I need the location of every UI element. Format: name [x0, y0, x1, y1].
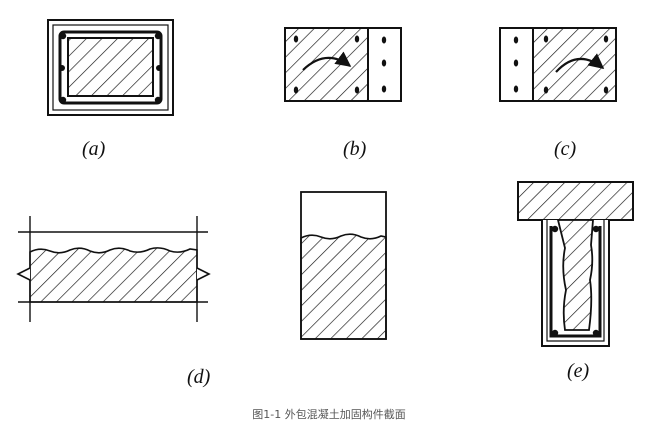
- panel-c-rebar: [513, 85, 519, 93]
- panel-c-rebar: [543, 86, 549, 94]
- panel-d-break-left: [16, 267, 31, 281]
- panel-e-rebar: [592, 225, 600, 233]
- panel-d-break-right: [196, 267, 211, 281]
- panel-c-label: (c): [554, 138, 577, 160]
- panel-d-label: (d): [187, 366, 211, 388]
- panel-c-rebar: [513, 59, 519, 67]
- panel-b-rebar: [381, 59, 387, 67]
- panel-a-label: (a): [82, 138, 106, 160]
- panel-b-arrow: [302, 51, 352, 71]
- panel-d: (d): [16, 216, 211, 388]
- panel-e-stirrup: [549, 226, 602, 338]
- panel-b: (b): [284, 27, 402, 160]
- panel-b-rebar: [293, 86, 299, 94]
- panel-a-original-column: [67, 37, 154, 97]
- panel-b-rebar: [354, 35, 360, 43]
- panel-a: (a): [47, 19, 174, 160]
- panel-e: (e): [517, 181, 634, 382]
- panel-e-flange: [517, 181, 634, 221]
- panel-e-label: (e): [567, 360, 590, 382]
- panel-a-rebar: [154, 96, 162, 104]
- panel-c-rebar: [513, 36, 519, 44]
- panel-b-original-section: [284, 27, 369, 102]
- panel-a-rebar: [156, 65, 162, 71]
- panel-a-jacket-inner-line: [52, 24, 169, 111]
- panel-a-rebar: [59, 65, 65, 71]
- panel-d-original-slab: [29, 247, 198, 303]
- panel-b-rebar: [381, 36, 387, 44]
- panel-c-rebar: [543, 35, 549, 43]
- panel-c-rebar: [603, 86, 609, 94]
- panel-a-rebar: [59, 32, 67, 40]
- panel-b-rebar: [293, 35, 299, 43]
- panel-c-arrow: [555, 53, 605, 73]
- panel-e-web: [556, 219, 594, 331]
- figure-caption: 图1-1 外包混凝土加固构件截面: [252, 407, 405, 421]
- panel-b-label: (b): [343, 138, 367, 160]
- panel-middle-original-section: [300, 233, 387, 340]
- panel-a-rebar: [59, 96, 67, 104]
- panel-b-rebar: [354, 86, 360, 94]
- panel-middle: [300, 191, 387, 340]
- panel-a-rebar: [154, 32, 162, 40]
- panel-c-rebar: [603, 35, 609, 43]
- panel-e-rebar: [551, 225, 559, 233]
- panel-c: (c): [499, 27, 617, 160]
- panel-e-rebar: [551, 329, 559, 337]
- panel-e-rebar: [592, 329, 600, 337]
- panel-e-jacket-inner-line: [546, 220, 605, 342]
- panel-b-rebar: [381, 85, 387, 93]
